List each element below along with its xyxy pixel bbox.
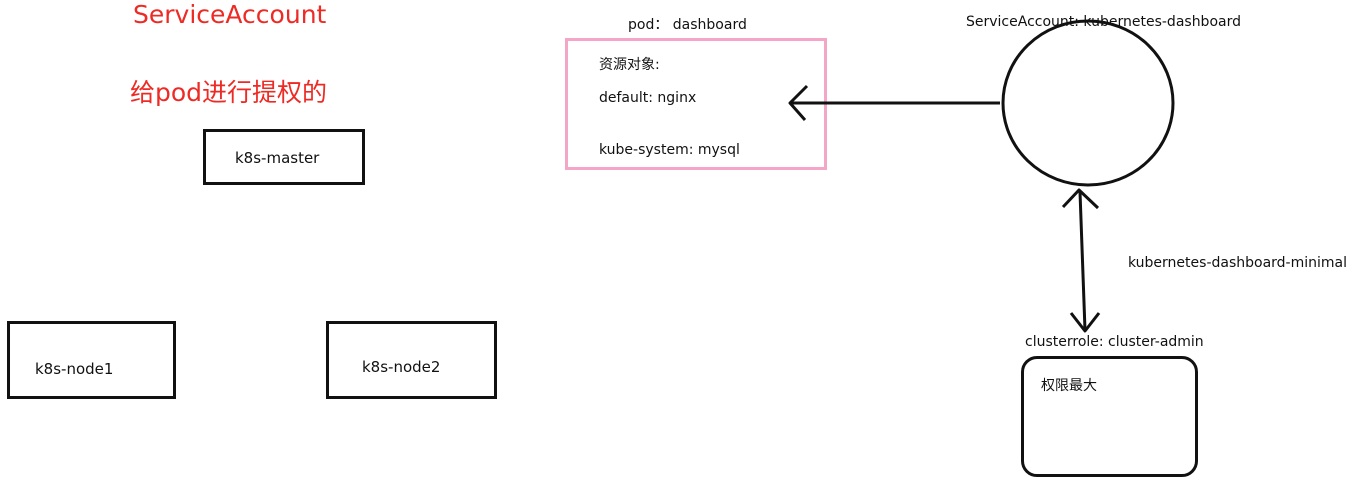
node1-label: k8s-node1 [35, 360, 114, 378]
pod-resources-label: 资源对象: [599, 57, 660, 73]
cluster-role-label: clusterrole: cluster-admin [1025, 334, 1204, 350]
master-node-box: k8s-master [203, 129, 365, 185]
pod-title: pod： dashboard [628, 17, 747, 33]
cluster-role-description: 权限最大 [1041, 378, 1097, 394]
node2-box: k8s-node2 [326, 321, 497, 399]
diagram-subheading: 给pod进行提权的 [130, 78, 328, 107]
cluster-role-box: 权限最大 [1021, 356, 1198, 477]
diagram-heading: ServiceAccount [133, 0, 327, 29]
service-account-circle [1001, 19, 1175, 187]
node2-label: k8s-node2 [362, 358, 441, 376]
node1-box: k8s-node1 [7, 321, 176, 399]
pod-default-namespace: default: nginx [599, 90, 697, 106]
service-account-to-pod-arrow [788, 84, 1000, 121]
pod-resources-box: 资源对象: default: nginx kube-system: mysql [565, 38, 827, 170]
role-binding-label: kubernetes-dashboard-minimal [1128, 255, 1348, 271]
service-account-role-binding-arrow [1061, 188, 1101, 333]
pod-kube-system-namespace: kube-system: mysql [599, 142, 740, 158]
master-node-label: k8s-master [235, 149, 320, 167]
